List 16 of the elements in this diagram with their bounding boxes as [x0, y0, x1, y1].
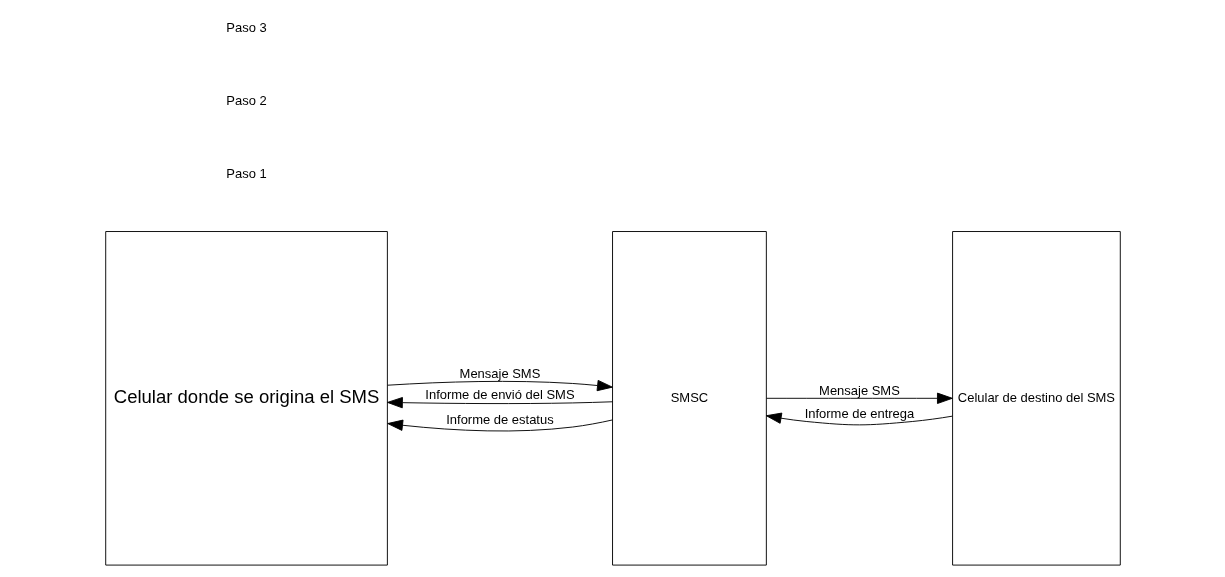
- arrow: [386, 397, 613, 409]
- label: Paso 2: [225, 93, 267, 109]
- arrow: [386, 379, 613, 392]
- node-box: SMSC: [611, 231, 767, 566]
- edge-label: Informe de envió del SMS: [424, 387, 575, 403]
- edge-label: Mensaje SMS: [459, 366, 540, 382]
- node-box: Celular de destino del SMS: [951, 231, 1121, 566]
- label: Paso 3: [225, 20, 267, 36]
- edge-label: Informe de entrega: [804, 405, 914, 421]
- edge-label: Mensaje SMS: [818, 382, 900, 398]
- arrow: [765, 412, 953, 426]
- arrow: [386, 419, 613, 432]
- label: Paso 1: [225, 166, 267, 182]
- node-box: Celular donde se origina el SMS: [104, 231, 388, 566]
- arrow: [765, 392, 953, 404]
- edge-label: Informe de estatus: [445, 411, 554, 427]
